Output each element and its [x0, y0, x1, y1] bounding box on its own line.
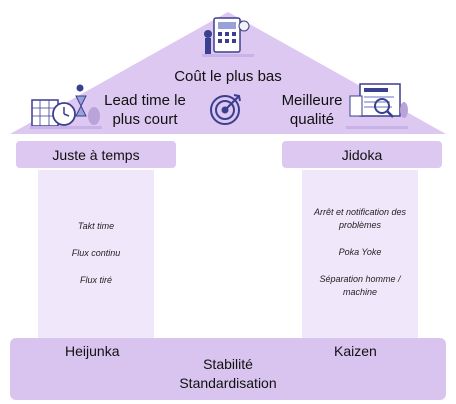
pillar-right-title-text: Jidoka	[341, 146, 383, 163]
pillar-left-title: Juste à temps	[16, 141, 176, 168]
roof-top-label: Coût le plus bas	[174, 68, 282, 85]
house-base	[10, 338, 446, 400]
base-right-label: Kaizen	[334, 343, 377, 359]
pillar-right-items: Arrêt et notification des problèmes Poka…	[302, 206, 418, 313]
pillar-right-item: Arrêt et notification des problèmes	[313, 207, 407, 230]
base-left-label: Heijunka	[65, 343, 120, 359]
pillar-left-item: Flux continu	[71, 248, 121, 258]
base-center-line1: Stabilité	[203, 356, 253, 372]
report-magnifier-person-icon	[346, 83, 408, 129]
pillar-left-item: Takt time	[77, 221, 115, 231]
pillar-left-item: Flux tiré	[79, 275, 112, 285]
roof-right-label: Meilleure qualité	[272, 91, 352, 129]
base-center-labels: Stabilité Standardisation	[150, 355, 306, 393]
target-icon	[210, 94, 241, 125]
calculator-person-icon	[202, 17, 254, 57]
pillar-right-item: Poka Yoke	[338, 247, 382, 257]
roof-left-label-text: Lead time le plus court	[104, 92, 186, 128]
roof-right-label-text: Meilleure qualité	[281, 92, 343, 128]
calendar-clock-person-icon	[30, 84, 102, 129]
pillar-left-title-text: Juste à temps	[52, 146, 140, 163]
base-center-line2: Standardisation	[179, 375, 277, 391]
roof-left-label: Lead time le plus court	[100, 91, 190, 129]
pillar-right-item: Séparation homme / machine	[319, 274, 401, 297]
pillar-right-body	[302, 170, 418, 340]
pillar-left-body	[38, 170, 154, 340]
pillar-left-items: Takt time Flux continu Flux tiré	[38, 220, 154, 301]
pillar-right-title: Jidoka	[282, 141, 442, 168]
